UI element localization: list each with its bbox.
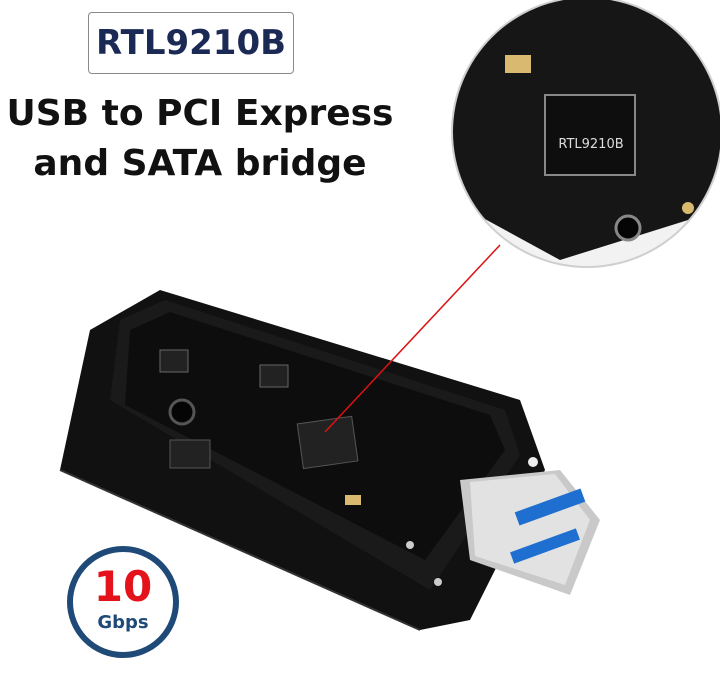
pointer-line	[324, 244, 501, 433]
speed-badge: 10 Gbps	[67, 546, 179, 658]
magnifier-circle	[451, 0, 720, 268]
speed-unit: Gbps	[97, 612, 149, 633]
speed-value: 10	[93, 562, 153, 611]
headline-line-2: and SATA bridge	[33, 143, 367, 184]
chip-model-label: RTL9210B	[88, 12, 294, 74]
magnifier-chip-marking: RTL9210B	[558, 137, 624, 152]
pcb	[159, 349, 538, 586]
headline-line-1: USB to PCI Express	[6, 93, 394, 134]
usb-plug	[460, 470, 600, 595]
